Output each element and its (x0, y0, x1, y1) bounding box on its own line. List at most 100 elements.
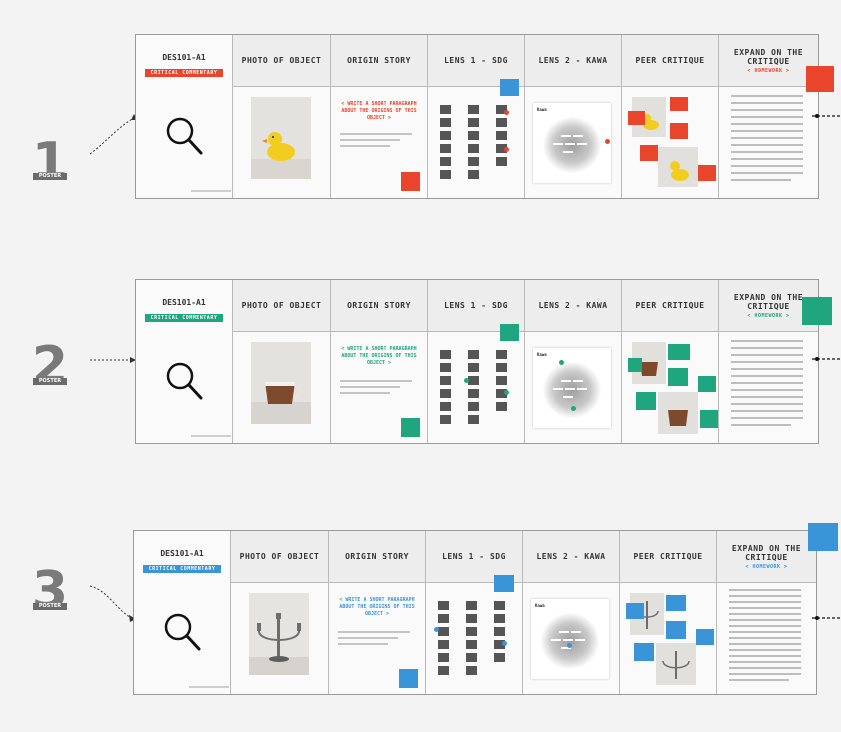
poster-board-1[interactable]: DES101-A1 CRITICAL COMMENTARY PHOTO OF O… (135, 34, 819, 199)
sticky-note[interactable] (698, 376, 716, 392)
sticky-note[interactable] (670, 97, 688, 111)
column-photo[interactable]: PHOTO OF OBJECT (233, 35, 331, 198)
sticky-note[interactable] (636, 392, 656, 410)
kawa-label (575, 639, 585, 641)
column-heading: PHOTO OF OBJECT (233, 35, 330, 87)
sticky-note[interactable] (640, 145, 658, 161)
text-line (731, 165, 803, 167)
kawa-diagram[interactable]: Kawa (533, 103, 611, 183)
sdg-goal-icon (440, 144, 451, 153)
text-line (731, 172, 803, 174)
text-line (731, 102, 803, 104)
sticky-note[interactable] (666, 621, 686, 639)
kawa-diagram[interactable]: Kawa (531, 599, 609, 679)
object-photo-duck[interactable] (251, 97, 311, 179)
commentary-badge: CRITICAL COMMENTARY (145, 69, 223, 77)
candelabra-image (249, 593, 309, 675)
sticky-note[interactable] (696, 629, 714, 645)
text-line (731, 340, 803, 342)
column-expand[interactable]: EXPAND ON THE CRITIQUE < HOMEWORK > (719, 35, 818, 198)
kawa-cloud (543, 117, 601, 173)
origin-prompt: < WRITE A SHORT PARAGRAPH ABOUT THE ORIG… (341, 346, 417, 366)
peer-photo[interactable] (630, 593, 664, 635)
sticky-note[interactable] (626, 603, 644, 619)
teacup-image (658, 392, 698, 434)
origin-prompt: < WRITE A SHORT PARAGRAPH ABOUT THE ORIG… (339, 597, 415, 617)
sdg-goal-icon (438, 640, 449, 649)
sticky-note[interactable] (399, 669, 418, 688)
sticky-note[interactable] (802, 297, 832, 325)
sdg-goal-icon (494, 627, 505, 636)
sdg-goal-icon (466, 653, 477, 662)
peer-photo[interactable] (658, 147, 698, 187)
column-lens2[interactable]: LENS 2 - KAWA Kawa (523, 531, 620, 694)
kawa-title: Kawa (537, 107, 547, 112)
kawa-label (553, 388, 563, 390)
sticky-note[interactable] (700, 410, 718, 428)
sticky-note[interactable] (628, 111, 645, 125)
sticky-note[interactable] (666, 595, 686, 611)
sdg-goal-icon (496, 157, 507, 166)
object-photo-teacup[interactable] (251, 342, 311, 424)
sticky-note[interactable] (806, 66, 834, 92)
poster-board-2[interactable]: DES101-A1 CRITICAL COMMENTARY PHOTO OF O… (135, 279, 819, 444)
column-lens2[interactable]: LENS 2 - KAWA Kawa (525, 280, 622, 443)
sticky-note[interactable] (401, 172, 420, 191)
column-lens1[interactable]: LENS 1 - SDG (428, 280, 525, 443)
text-line (731, 424, 791, 426)
column-lens1[interactable]: LENS 1 - SDG (428, 35, 525, 198)
kawa-diagram[interactable]: Kawa (533, 348, 611, 428)
sdg-goal-icon (438, 614, 449, 623)
text-line (729, 595, 801, 597)
column-photo[interactable]: PHOTO OF OBJECT (233, 280, 331, 443)
text-line (729, 661, 801, 663)
sdg-goal-icon (468, 389, 479, 398)
peer-photo[interactable] (632, 97, 666, 137)
kawa-label (561, 135, 571, 137)
sticky-note[interactable] (401, 418, 420, 437)
column-peer[interactable]: PEER CRITIQUE (622, 35, 719, 198)
sticky-note[interactable] (500, 324, 519, 341)
sticky-note[interactable] (698, 165, 716, 181)
sticky-note[interactable] (668, 368, 688, 386)
column-peer[interactable]: PEER CRITIQUE (620, 531, 717, 694)
sdg-goal-icon (440, 118, 451, 127)
object-photo-candelabra[interactable] (249, 593, 309, 675)
column-lens2[interactable]: LENS 2 - KAWA Kawa (525, 35, 622, 198)
column-origin[interactable]: ORIGIN STORY < WRITE A SHORT PARAGRAPH A… (331, 280, 428, 443)
column-expand[interactable]: EXPAND ON THE CRITIQUE < HOMEWORK > (719, 280, 818, 443)
column-expand[interactable]: EXPAND ON THE CRITIQUE < HOMEWORK > (717, 531, 816, 694)
sticky-note[interactable] (494, 575, 514, 592)
selection-marker (502, 641, 507, 646)
sdg-goal-icon (468, 105, 479, 114)
poster-number-1: 1 (31, 132, 69, 192)
column-peer[interactable]: PEER CRITIQUE (622, 280, 719, 443)
sdg-goal-icon (468, 415, 479, 424)
text-line (731, 123, 803, 125)
kawa-title: Kawa (535, 603, 545, 608)
sdg-goal-icon (496, 350, 507, 359)
sdg-goal-icon (440, 350, 451, 359)
column-origin[interactable]: ORIGIN STORY < WRITE A SHORT PARAGRAPH A… (329, 531, 426, 694)
homework-label: < HOMEWORK > (747, 67, 790, 74)
peer-photo[interactable] (656, 643, 696, 685)
sticky-note[interactable] (634, 643, 654, 661)
peer-photo[interactable] (658, 392, 698, 434)
kawa-label (573, 135, 583, 137)
poster-board-3[interactable]: DES101-A1 CRITICAL COMMENTARY PHOTO OF O… (133, 530, 817, 695)
text-line (731, 354, 803, 356)
column-photo[interactable]: PHOTO OF OBJECT (231, 531, 329, 694)
column-origin[interactable]: ORIGIN STORY < WRITE A SHORT PARAGRAPH A… (331, 35, 428, 198)
sticky-note[interactable] (670, 123, 688, 139)
column-lens1[interactable]: LENS 1 - SDG (426, 531, 523, 694)
sticky-note[interactable] (628, 358, 642, 372)
text-line (729, 655, 801, 657)
text-line (340, 392, 390, 394)
column-heading: LENS 2 - KAWA (523, 531, 619, 583)
selection-marker (605, 139, 610, 144)
sticky-note[interactable] (668, 344, 690, 360)
sticky-note[interactable] (500, 79, 519, 96)
commentary-badge: CRITICAL COMMENTARY (145, 314, 223, 322)
kawa-title: Kawa (537, 352, 547, 357)
sticky-note[interactable] (808, 523, 838, 551)
